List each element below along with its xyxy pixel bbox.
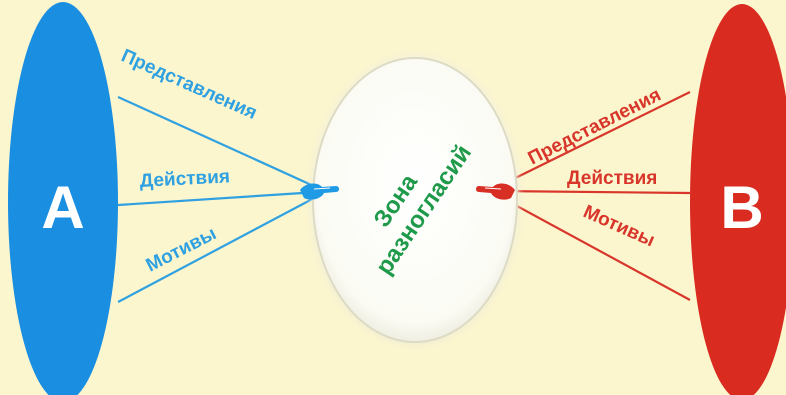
line-b-motives (494, 193, 691, 301)
party-b-link-actions: Действия (567, 168, 657, 189)
line-b-views (494, 91, 691, 189)
disagreement-zone-ellipse (312, 57, 518, 343)
party-b-link-motives: Мотивы (580, 201, 658, 251)
party-a-ellipse (8, 2, 118, 395)
line-a-motives (117, 195, 319, 303)
party-a-label: А (41, 174, 84, 241)
party-a-link-actions: Действия (139, 166, 230, 192)
line-b-actions (494, 189, 691, 195)
pointing-hand-icon (476, 183, 515, 200)
party-a-link-views: Представления (118, 45, 260, 124)
party-a-lines (117, 95, 319, 303)
party-b-lines (494, 91, 691, 301)
party-b-label: В (720, 174, 763, 241)
party-b-ellipse (690, 4, 786, 395)
party-b-link-views: Представления (525, 84, 665, 169)
line-a-views (117, 95, 319, 190)
line-a-actions (117, 190, 319, 207)
pointing-hand-icon (300, 183, 339, 200)
